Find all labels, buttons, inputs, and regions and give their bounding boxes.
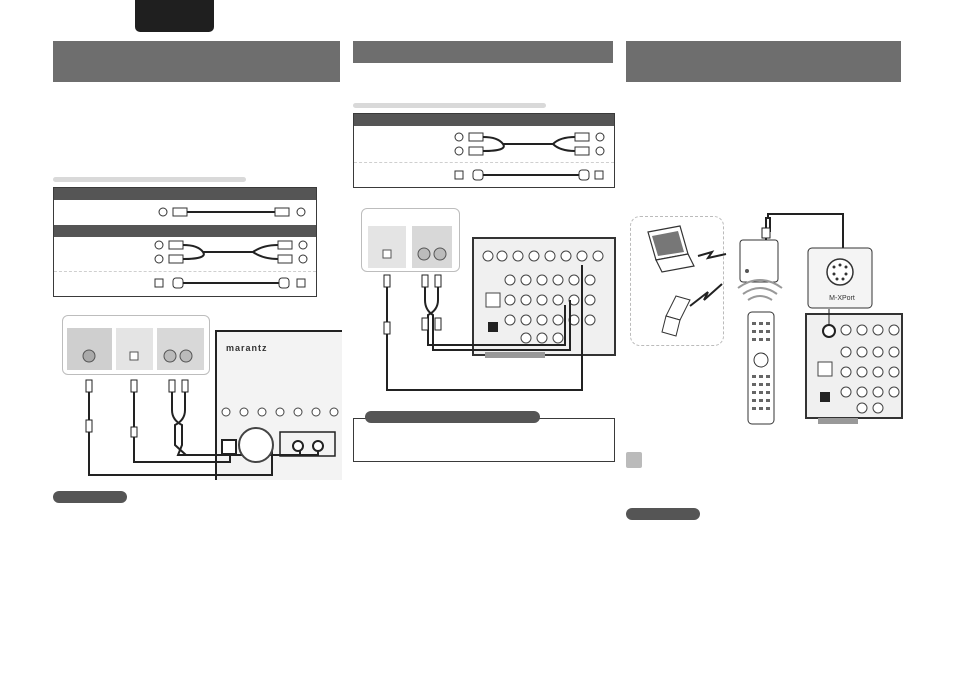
optical-output-panel <box>116 328 153 370</box>
note-label-pill <box>53 491 127 503</box>
table-header <box>354 114 614 126</box>
divider-line <box>353 103 546 108</box>
analog-output-panel <box>157 328 204 370</box>
table-row <box>354 162 614 187</box>
table-row <box>54 271 316 296</box>
note-label-pill <box>626 508 700 520</box>
optical-output-panel <box>368 226 406 268</box>
analog-output-panel <box>412 226 452 268</box>
section-header-middle <box>353 41 613 63</box>
remote-control-icon <box>747 311 775 425</box>
laptop-icon <box>647 225 695 273</box>
mobile-phone-icon <box>661 295 691 337</box>
note-label-pill <box>365 411 540 423</box>
cable-illustrations <box>454 132 605 181</box>
pencil-note-icon <box>626 452 642 468</box>
page-tab <box>135 0 214 32</box>
brand-logo: marantz <box>226 343 268 353</box>
section-header-right <box>626 41 901 82</box>
mobile-devices-group <box>630 216 724 346</box>
port-label: M-XPort <box>829 295 855 302</box>
wireless-signal-icon <box>737 279 783 301</box>
cable-table <box>53 187 317 297</box>
divider-line <box>53 177 246 182</box>
table-header <box>54 188 316 200</box>
cable-illustrations <box>154 207 308 289</box>
section-header-left <box>53 41 340 82</box>
table-header <box>54 225 316 237</box>
coaxial-output-panel <box>67 328 112 370</box>
